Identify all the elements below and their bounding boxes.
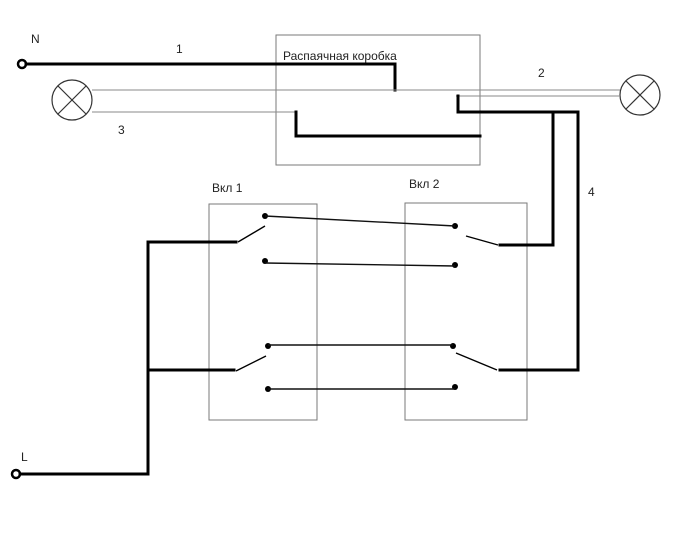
switch-1-lower (235, 343, 271, 392)
switch-1-upper (237, 213, 268, 264)
lamp-right-icon (619, 74, 661, 116)
line-label: L (21, 450, 28, 464)
wire-4-label: 4 (588, 185, 595, 199)
traveller-upper-a (264, 215, 456, 227)
switch-2-label: Вкл 2 (409, 177, 440, 191)
wire-line-feed (18, 240, 238, 476)
junction-box (275, 34, 481, 166)
junction-box-label: Распаячная коробка (283, 49, 397, 63)
traveller-upper-b (264, 262, 456, 267)
lamp-left-icon (51, 79, 93, 121)
wire-2-label: 2 (538, 66, 545, 80)
switch-2-lower (450, 343, 498, 390)
switch-1-label: Вкл 1 (212, 181, 243, 195)
neutral-label: N (31, 32, 40, 46)
switch-1-box (208, 203, 318, 421)
wire-3-label: 3 (118, 123, 125, 137)
wire-1-label: 1 (176, 42, 183, 56)
switch-2-upper (452, 223, 499, 268)
switch-2-box (404, 202, 528, 421)
wire-3 (294, 110, 482, 138)
wire-1 (24, 62, 397, 92)
wire-4 (468, 110, 580, 372)
wire-2 (456, 94, 555, 247)
